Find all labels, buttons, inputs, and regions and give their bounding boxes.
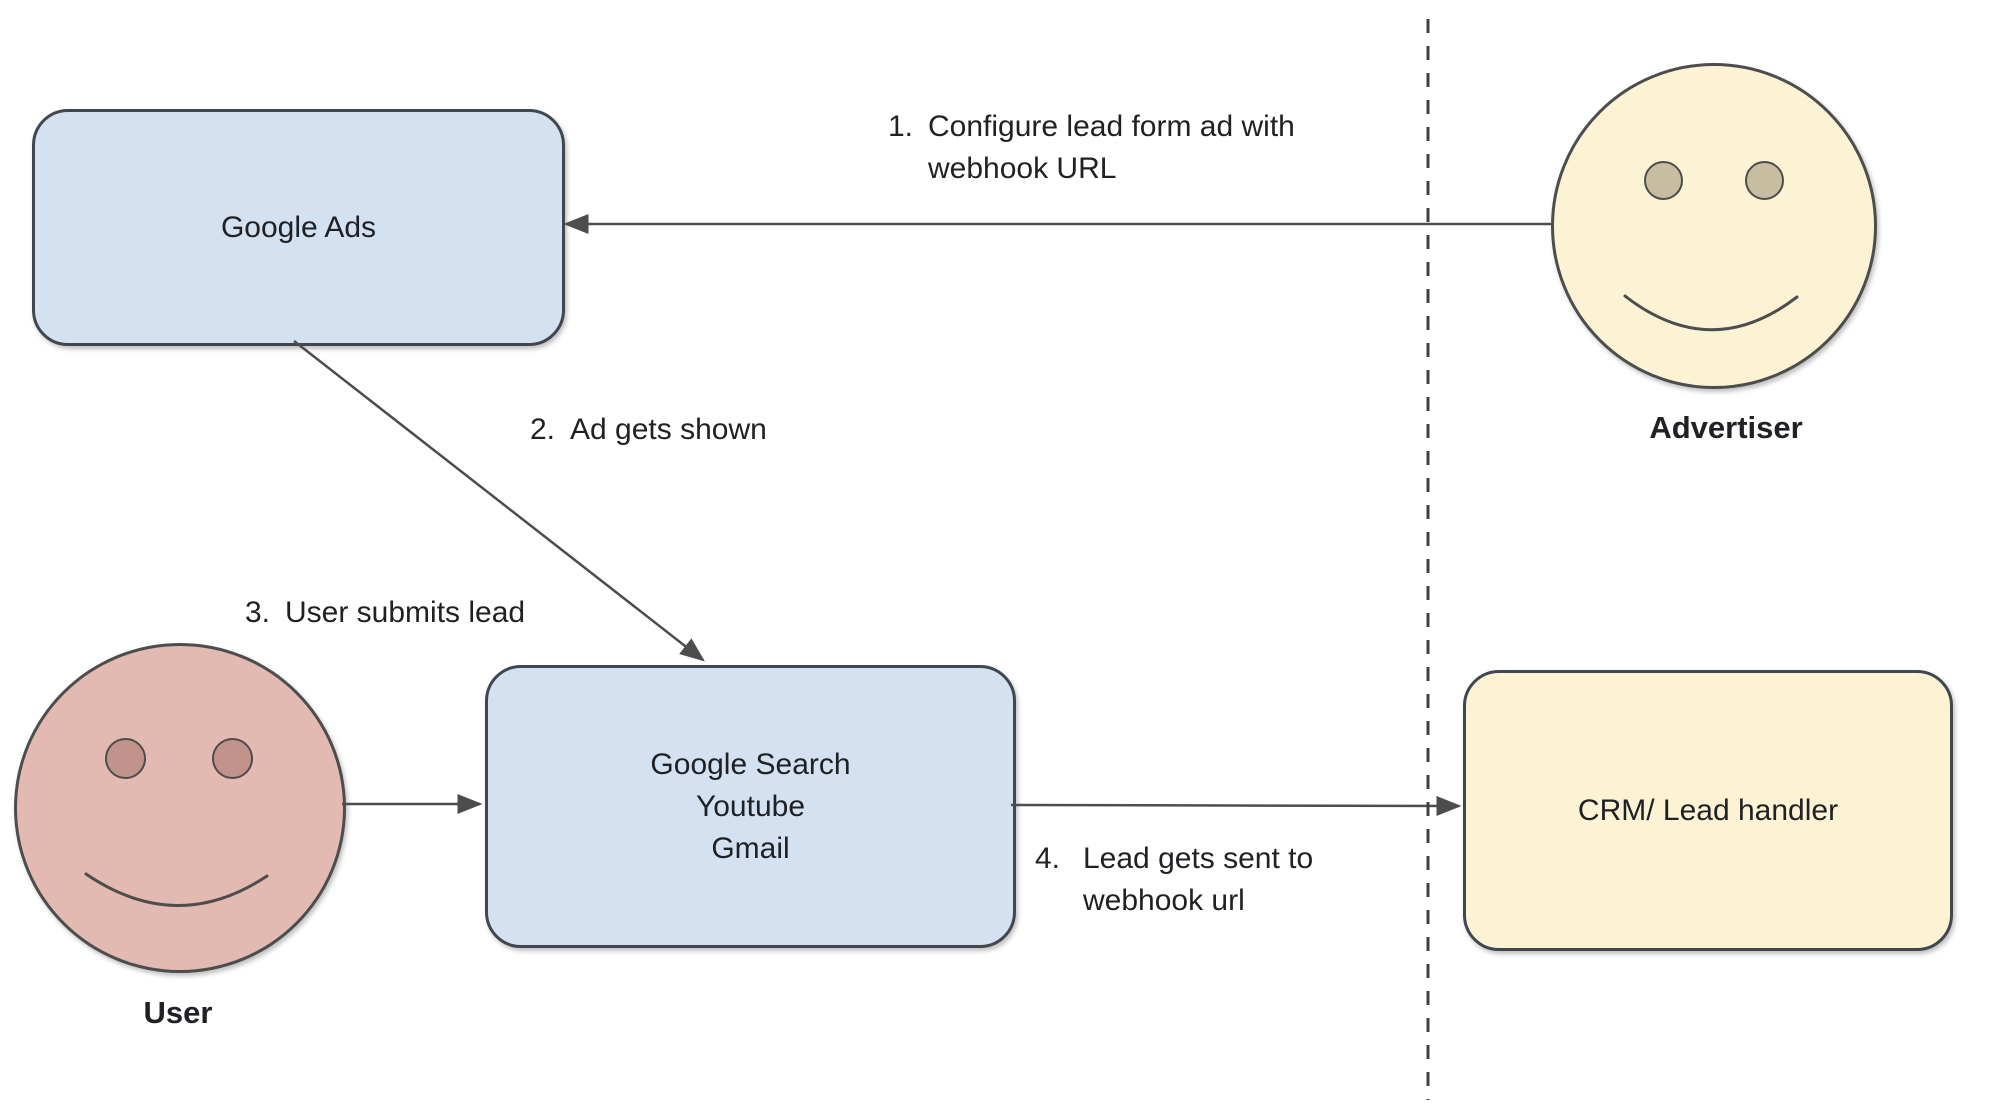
google-search-label: Google Search (650, 747, 851, 781)
user-right-eye-icon (212, 738, 253, 779)
step-3-text: User submits lead (285, 596, 526, 629)
user-label: User (143, 995, 213, 1030)
step-3-annotation: 3. User submits lead (245, 592, 525, 634)
advertiser-right-eye-icon (1745, 161, 1784, 200)
advertiser-smiley-face-icon (1551, 63, 1877, 389)
step-4-annotation: 4. Lead gets sent to webhook url (1035, 838, 1363, 922)
step-1-annotation: 1. Configure lead form ad with webhook U… (888, 106, 1328, 190)
google-surfaces-node: Google Search Youtube Gmail (485, 665, 1016, 948)
advertiser-label: Advertiser (1649, 410, 1803, 445)
step-2-number: 2. (530, 413, 556, 446)
google-ads-label: Google Ads (220, 210, 377, 244)
gmail-label: Gmail (711, 831, 790, 865)
step-1-number: 1. (888, 110, 914, 143)
step-2-annotation: 2. Ad gets shown (530, 409, 767, 451)
step-1-text: Configure lead form ad with webhook URL (928, 110, 1295, 185)
step-4-number: 4. (1035, 842, 1061, 875)
crm-label: CRM/ Lead handler (1577, 793, 1839, 827)
step-3-number: 3. (245, 596, 271, 629)
user-left-eye-icon (105, 738, 146, 779)
step-4-text: Lead gets sent to webhook url (1083, 842, 1314, 917)
crm-lead-handler-node: CRM/ Lead handler (1463, 670, 1953, 951)
google-ads-node: Google Ads (32, 109, 565, 346)
user-smiley-face-icon (14, 643, 346, 973)
youtube-label: Youtube (695, 789, 805, 823)
step-2-text: Ad gets shown (570, 413, 767, 446)
advertiser-left-eye-icon (1644, 161, 1683, 200)
arrow-surfaces-to-crm (1010, 795, 1462, 816)
